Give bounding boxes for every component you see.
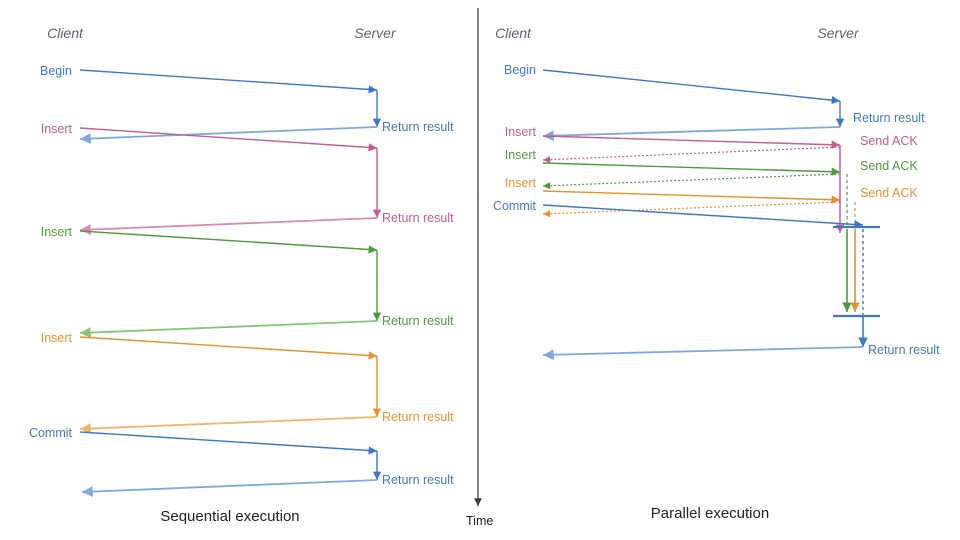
- client-action-label: Insert: [41, 331, 73, 345]
- return-result-label: Return result: [382, 120, 454, 134]
- request-arrow: [79, 431, 378, 455]
- return-result-label: Return result: [382, 410, 454, 424]
- commit-request-arrow: [542, 204, 864, 229]
- insert-request-arrow: [542, 190, 841, 204]
- request-arrow: [79, 336, 378, 360]
- return-result-label: Return result: [868, 343, 940, 357]
- client-action-label: Insert: [41, 225, 73, 239]
- send-ack-arrow: [542, 146, 841, 164]
- send-ack-arrow: [542, 173, 841, 190]
- final-return-arrow: [542, 346, 864, 361]
- return-result-label: Return result: [382, 314, 454, 328]
- request-arrow: [79, 127, 378, 152]
- time-axis-label: Time: [466, 514, 493, 528]
- request-arrow: [79, 69, 378, 94]
- insert-request-arrow: [542, 135, 841, 149]
- client-action-label: Commit: [493, 199, 537, 213]
- begin-return-arrow: [542, 126, 841, 142]
- return-arrow: [79, 320, 378, 338]
- client-action-label: Begin: [504, 63, 536, 77]
- client-action-label: Begin: [40, 64, 72, 78]
- return-arrow: [79, 217, 378, 235]
- send-ack-label: Send ACK: [860, 186, 918, 200]
- panel-caption-parallel: Parallel execution: [651, 505, 769, 522]
- panel-caption-sequential: Sequential execution: [160, 508, 299, 525]
- begin-request-arrow: [542, 69, 841, 105]
- request-arrow: [79, 230, 378, 254]
- client-header-sequential: Client: [47, 25, 84, 41]
- server-header-parallel: Server: [817, 25, 860, 41]
- client-action-label: Insert: [505, 125, 537, 139]
- return-arrow: [79, 416, 378, 434]
- return-arrow: [81, 479, 378, 497]
- return-result-label: Return result: [853, 111, 925, 125]
- send-ack-label: Send ACK: [860, 134, 918, 148]
- send-ack-arrow: [542, 201, 841, 218]
- insert-request-arrow: [542, 162, 841, 176]
- return-result-label: Return result: [382, 473, 454, 487]
- client-header-parallel: Client: [495, 25, 532, 41]
- client-action-label: Commit: [29, 426, 73, 440]
- send-ack-label: Send ACK: [860, 159, 918, 173]
- return-result-label: Return result: [382, 211, 454, 225]
- server-header-sequential: Server: [354, 25, 397, 41]
- return-arrow: [79, 126, 378, 144]
- client-action-label: Insert: [505, 176, 537, 190]
- client-action-label: Insert: [41, 122, 73, 136]
- client-action-label: Insert: [505, 148, 537, 162]
